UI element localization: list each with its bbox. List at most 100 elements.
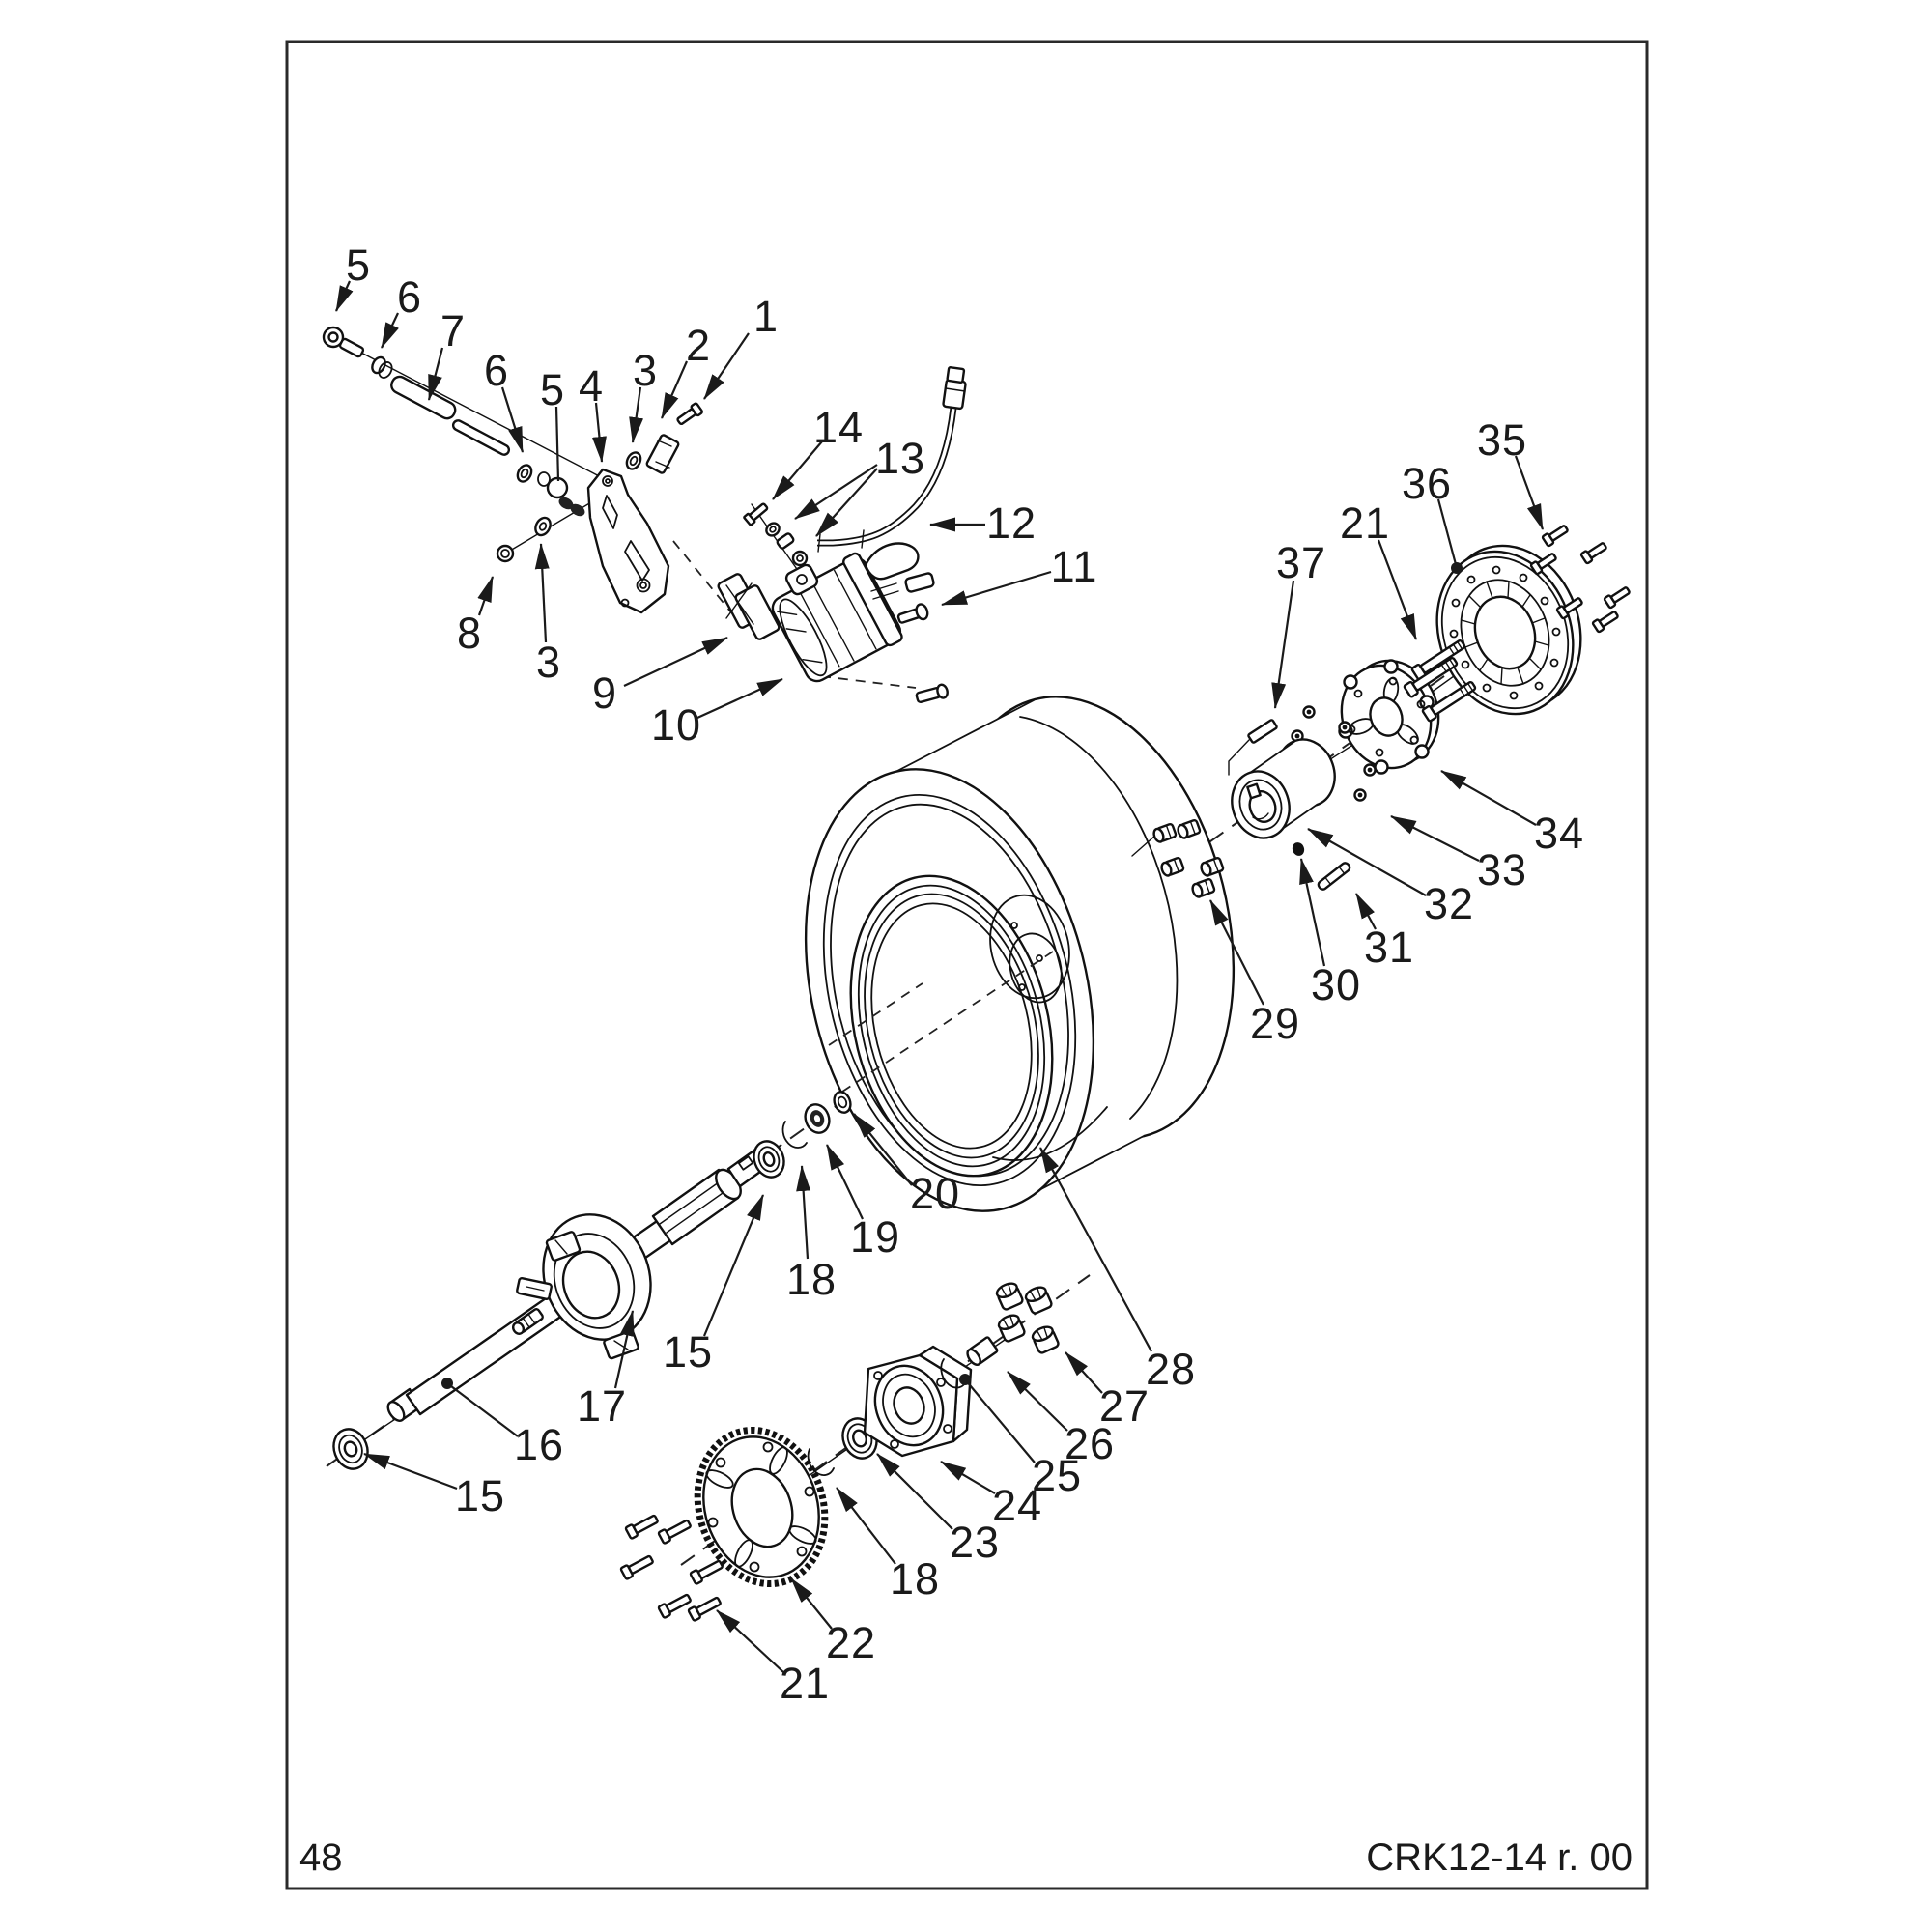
leader-16: [446, 1382, 519, 1437]
caliper-bracket: [586, 468, 670, 614]
cable-fittings: [743, 502, 809, 567]
callout-9: 9: [592, 668, 617, 718]
callout-3: 3: [536, 638, 561, 687]
leader-6: [381, 312, 399, 349]
callout-18: 18: [890, 1554, 940, 1604]
leader-10: [696, 677, 783, 720]
leader-4: [591, 402, 607, 463]
leader-32: [1307, 828, 1427, 896]
leader-20: [853, 1113, 913, 1186]
leader-3: [629, 386, 644, 443]
leader-24: [940, 1461, 996, 1494]
callout-3: 3: [633, 346, 658, 395]
callout-19: 19: [850, 1212, 900, 1262]
callout-5: 5: [540, 365, 565, 414]
page-number: 48: [299, 1836, 343, 1879]
bracket-hardware: [496, 401, 704, 563]
leader-dot-25: [959, 1374, 971, 1385]
callout-37: 37: [1276, 538, 1326, 587]
callout-21: 21: [1340, 498, 1390, 548]
axle-key: [1228, 719, 1278, 776]
axle-hub-cylinder: [1231, 738, 1336, 839]
leader-28: [1039, 1147, 1152, 1352]
leader-30: [1299, 858, 1326, 967]
leader-13: [794, 464, 878, 520]
leader-15: [363, 1452, 458, 1491]
leader-5: [554, 406, 560, 482]
callout-30: 30: [1311, 960, 1361, 1009]
brake-cable: [817, 366, 967, 553]
callout-29: 29: [1250, 999, 1300, 1048]
callout-11: 11: [1051, 542, 1098, 591]
leader-35: [1514, 455, 1545, 530]
leader-21: [716, 1609, 784, 1673]
callout-1: 1: [753, 292, 779, 341]
callout-23: 23: [950, 1518, 1000, 1567]
leader-15: [702, 1194, 765, 1337]
callout-15: 15: [663, 1327, 713, 1377]
callout-15: 15: [455, 1471, 505, 1520]
leader-7: [427, 347, 444, 401]
leader-9: [623, 637, 728, 687]
callout-12: 12: [986, 498, 1037, 548]
callout-7: 7: [440, 306, 466, 355]
callout-14: 14: [813, 403, 864, 452]
leader-34: [1440, 770, 1537, 826]
leader-29: [1209, 899, 1264, 1006]
leader-31: [1355, 893, 1377, 930]
leader-11: [941, 570, 1052, 607]
callout-18: 18: [786, 1255, 837, 1304]
callout-36: 36: [1402, 459, 1452, 508]
leader-19: [826, 1144, 864, 1220]
callout-4: 4: [579, 361, 604, 411]
callout-32: 32: [1424, 879, 1474, 928]
leader-33: [1390, 815, 1480, 862]
hub-stud: [1317, 862, 1351, 891]
callout-10: 10: [651, 700, 701, 750]
doc-reference: CRK12-14 r. 00: [1366, 1836, 1633, 1879]
callout-27: 27: [1099, 1381, 1150, 1431]
axle-shaft-assembly: [332, 1091, 852, 1470]
brake-caliper: [771, 542, 949, 703]
leader-5: [334, 280, 354, 312]
leader-17: [613, 1310, 635, 1389]
callout-16: 16: [514, 1420, 564, 1469]
leader-18: [796, 1165, 811, 1260]
tire: [804, 696, 1236, 1212]
callout-33: 33: [1477, 845, 1527, 895]
callout-26: 26: [1065, 1419, 1115, 1468]
callout-20: 20: [910, 1169, 960, 1218]
callout-34: 34: [1534, 809, 1584, 858]
callout-6: 6: [484, 346, 509, 395]
callout-35: 35: [1477, 415, 1527, 465]
leader-dot-36: [1451, 562, 1463, 574]
callout-17: 17: [577, 1381, 627, 1431]
callout-22: 22: [826, 1618, 876, 1667]
leader-22: [790, 1577, 833, 1630]
sprocket: [694, 1426, 829, 1588]
brake-pads: [717, 573, 781, 640]
callout-13: 13: [875, 434, 925, 483]
hub-oring: [1292, 842, 1305, 856]
callout-21: 21: [780, 1659, 830, 1708]
callout-6: 6: [397, 272, 422, 322]
callout-2: 2: [686, 321, 711, 370]
leader-23: [876, 1453, 953, 1530]
callout-5: 5: [346, 241, 371, 290]
leader-1: [703, 332, 750, 400]
leader-8: [477, 576, 495, 616]
leader-13: [815, 468, 878, 537]
callout-31: 31: [1364, 923, 1414, 972]
callout-8: 8: [457, 609, 482, 658]
tie-rod-assembly: [322, 326, 585, 517]
leader-dot-16: [441, 1378, 453, 1389]
wheel-hub-carrier: [807, 1279, 1061, 1476]
leader-37: [1271, 580, 1295, 709]
callout-24: 24: [992, 1481, 1042, 1530]
leader-26: [1007, 1371, 1068, 1432]
leader-2: [660, 360, 689, 419]
leader-27: [1065, 1351, 1103, 1394]
leader-6: [500, 386, 525, 453]
